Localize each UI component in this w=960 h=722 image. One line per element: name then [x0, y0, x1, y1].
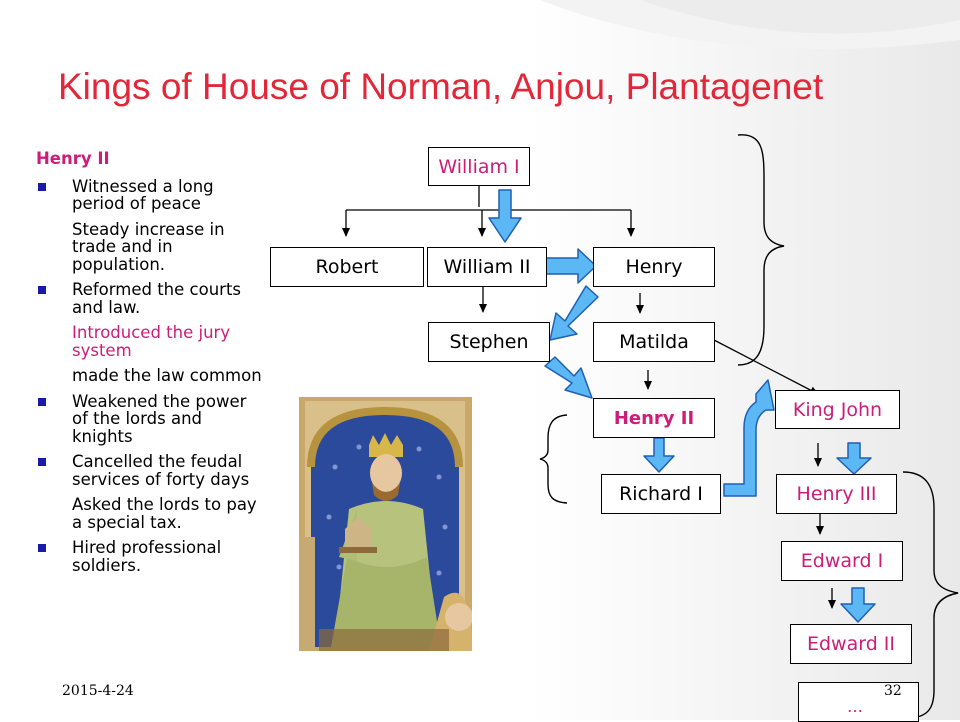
background-swoosh — [540, 0, 960, 49]
note-item: made the law common — [36, 367, 264, 385]
note-text: Reformed the courts and law. — [72, 280, 242, 317]
square-bullet-icon — [38, 397, 46, 406]
note-text: Steady increase in trade and in populati… — [72, 219, 225, 274]
note-item: Cancelled the feudal services of forty d… — [36, 453, 264, 488]
curly-brace-icon — [737, 134, 785, 366]
more-ellipsis: … — [847, 697, 864, 716]
square-bullet-icon — [38, 286, 46, 294]
node-more: … — [798, 682, 919, 722]
note-item: Hired professional soldiers. — [36, 539, 264, 574]
square-bullet-icon — [38, 458, 46, 466]
note-item: Introduced the jury system — [36, 324, 264, 359]
footer-page-number: 32 — [884, 683, 902, 699]
note-text: Witnessed a long period of peace — [72, 176, 214, 213]
node-henry-ii: Henry II — [593, 398, 715, 438]
note-text: Weakened the power of the lords and knig… — [72, 391, 247, 446]
note-text: made the law common — [72, 366, 262, 385]
notes-heading: Henry II — [36, 149, 110, 168]
node-edward-ii: Edward II — [790, 624, 912, 664]
curly-brace-icon — [539, 414, 568, 504]
node-edward-i: Edward I — [781, 541, 903, 581]
slide-title: Kings of House of Norman, Anjou, Plantag… — [58, 66, 824, 107]
note-item: Reformed the courts and law. — [36, 281, 264, 316]
footer-date: 2015-4-24 — [62, 683, 134, 699]
node-robert: Robert — [270, 247, 424, 287]
king-portrait-illustration — [299, 397, 472, 651]
note-item: Steady increase in trade and in populati… — [36, 219, 264, 274]
node-king-john: King John — [775, 390, 900, 429]
note-text: Cancelled the feudal services of forty d… — [72, 452, 250, 489]
node-richard-i: Richard I — [601, 474, 721, 514]
note-text: Hired professional soldiers. — [72, 538, 222, 575]
square-bullet-icon — [38, 544, 46, 552]
note-item: Witnessed a long period of peace — [36, 176, 264, 213]
square-bullet-icon — [38, 182, 46, 191]
node-henry-iii: Henry III — [776, 474, 897, 514]
note-item: Asked the lords to pay a special tax. — [36, 496, 264, 531]
node-henry: Henry — [593, 247, 715, 287]
note-item: Weakened the power of the lords and knig… — [36, 391, 264, 446]
note-text: Asked the lords to pay a special tax. — [72, 495, 257, 532]
node-william-i: William I — [428, 147, 530, 186]
node-william-ii: William II — [427, 247, 547, 287]
node-matilda: Matilda — [593, 322, 715, 362]
note-text: Introduced the jury system — [72, 323, 231, 360]
henry-ii-notes: Henry II Witnessed a long period of peac… — [36, 150, 264, 582]
curly-brace-icon — [902, 471, 959, 719]
node-stephen: Stephen — [428, 322, 550, 362]
